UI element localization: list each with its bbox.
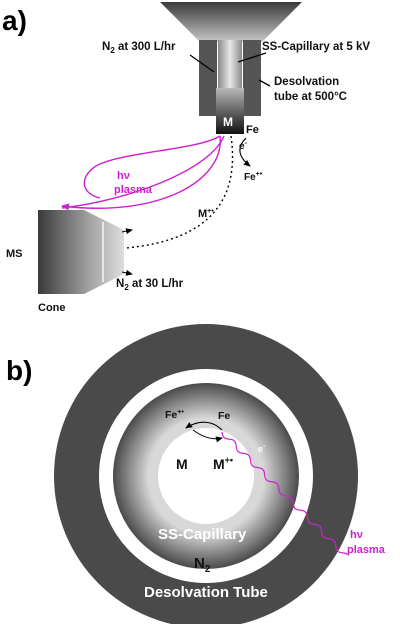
n2-leader-line [189,54,215,73]
desolvation-leader-line [258,79,271,87]
electron-label: e- [239,140,248,152]
cone-gas-arrow-bottom [121,269,133,276]
electron-transfer-arrow [239,137,251,167]
desolvation-tube-left-wall [199,40,217,116]
fe-oxidation-arrow [185,421,223,431]
cone-label: Cone [38,302,66,314]
capillary-tip [216,88,244,134]
desolvation-label-line2: tube at 500°C [274,91,347,103]
m-label-b: M [176,456,188,472]
ms-label: MS [6,248,23,260]
n2-label-b: N2 [194,555,211,575]
fe-label: Fe [246,124,259,136]
electron-label-b: e- [258,443,266,454]
hv-label-b: hν [350,529,363,541]
inlet-funnel [160,2,302,42]
plasma-arc-loop [83,135,221,199]
capillary-voltage-label: SS-Capillary at 5 kV [262,41,370,53]
ms-cone [38,210,124,294]
plasma-arc-inner [61,135,225,209]
panel-a-label: a) [2,5,27,36]
m-plus-label-b: M+• [213,455,233,472]
electron-transfer-arrow-b [192,429,223,443]
ion-transfer-path [125,135,234,249]
desolvation-label-line1: Desolvation [274,76,339,88]
panel-b-label: b) [6,355,32,386]
fe-label-b: Fe [218,410,230,422]
desolvation-tube-label: Desolvation Tube [144,584,268,601]
plasma-label-b: plasma [347,544,386,556]
plasma-label-a: plasma [114,184,153,196]
cone-gas-arrow-top [121,228,133,235]
ss-capillary-label: SS-Capillary [158,526,247,543]
plasma-wave [221,431,348,555]
capillary-bore [158,428,254,524]
plasma-arc-outer [61,135,221,211]
m-plus-label-a: M+• [198,208,214,220]
tip-m-label: M [223,115,233,129]
hv-label-a: hν [117,170,130,182]
desolvation-tube-right-wall [243,40,261,116]
fe-plus-label: Fe+• [244,171,263,183]
fe-plus-label-b: Fe+• [165,409,184,421]
capillary-leader-line [237,52,267,63]
n2-flow-label: N2 at 300 L/hr [102,41,176,55]
n2-cone-flow-label: N2 at 30 L/hr [116,278,184,292]
